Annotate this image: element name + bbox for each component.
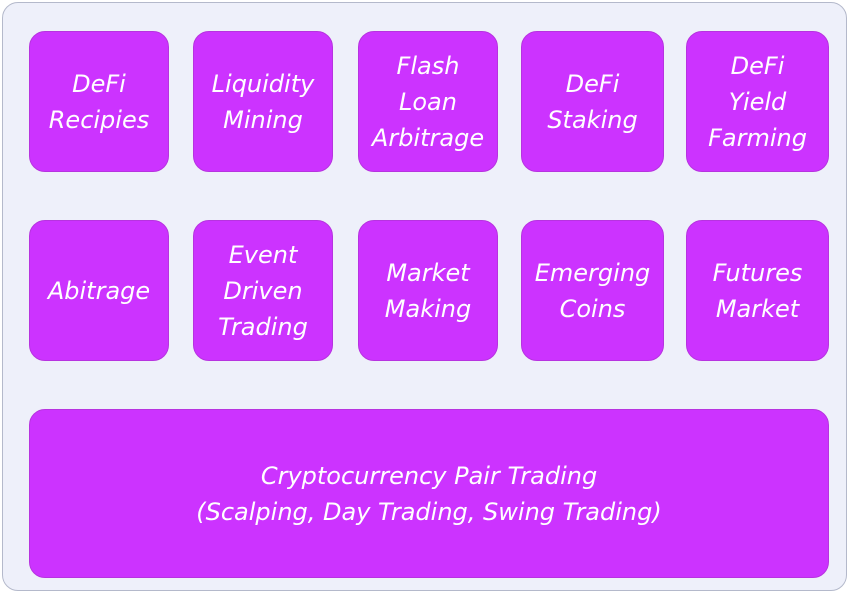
box-defi-staking[interactable]: DeFi Staking — [521, 31, 664, 172]
box-futures-market[interactable]: Futures Market — [686, 220, 829, 361]
box-event-driven-trading[interactable]: Event Driven Trading — [193, 220, 333, 361]
box-flash-loan-arbitrage[interactable]: Flash Loan Arbitrage — [358, 31, 498, 172]
box-liquidity-mining[interactable]: Liquidity Mining — [193, 31, 333, 172]
box-label: Market Making — [384, 258, 472, 323]
box-label: Liquidity Mining — [211, 69, 315, 134]
box-emerging-coins[interactable]: Emerging Coins — [521, 220, 664, 361]
box-market-making[interactable]: Market Making — [358, 220, 498, 361]
box-label: Cryptocurrency Pair Trading (Scalping, D… — [196, 461, 662, 526]
box-label: Emerging Coins — [534, 258, 651, 323]
box-defi-yield-farming[interactable]: DeFi Yield Farming — [686, 31, 829, 172]
box-cryptocurrency-pair-trading[interactable]: Cryptocurrency Pair Trading (Scalping, D… — [29, 409, 829, 578]
box-label: DeFi Recipies — [48, 69, 150, 134]
box-abitrage[interactable]: Abitrage — [29, 220, 169, 361]
box-label: DeFi Yield Farming — [708, 51, 807, 152]
box-label: Abitrage — [47, 276, 151, 305]
box-label: Flash Loan Arbitrage — [371, 51, 485, 152]
box-label: Event Driven Trading — [218, 240, 308, 341]
box-label: Futures Market — [712, 258, 803, 323]
box-defi-recipies[interactable]: DeFi Recipies — [29, 31, 169, 172]
box-label: DeFi Staking — [547, 69, 638, 134]
